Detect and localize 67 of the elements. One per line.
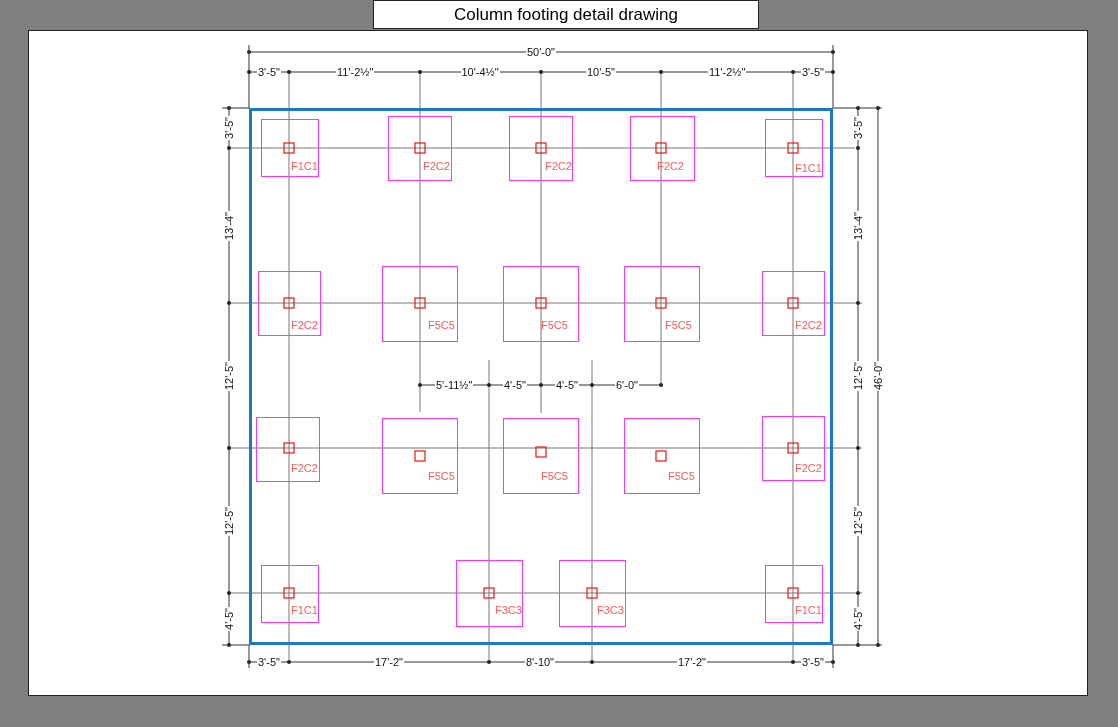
dimension-label: 12'-5" [223, 361, 235, 391]
footing-outline [261, 119, 319, 177]
dimension-label: 3'-5" [257, 66, 281, 78]
footing-label: F5C5 [428, 470, 455, 482]
footing-label: F2C2 [291, 319, 318, 331]
dimension-label: 3'-5" [801, 656, 825, 668]
dimension-label: 3'-5" [222, 116, 235, 140]
footing-outline [256, 417, 320, 482]
footing-outline [503, 418, 579, 494]
foundation-outline [249, 108, 833, 645]
dimension-label: 12'-5" [852, 506, 864, 536]
dimension-label: 3'-5" [801, 66, 825, 78]
dimension-label: 4'-5" [222, 607, 235, 631]
footing-label: F5C5 [428, 319, 455, 331]
footing-outline [624, 266, 700, 342]
dimension-label: 50'-0" [526, 46, 557, 58]
dimension-label: 13'-4" [223, 211, 235, 241]
dimension-label: 4'-5" [851, 607, 864, 631]
footing-outline [509, 116, 573, 181]
footing-label: F5C5 [665, 319, 692, 331]
footing-label: F1C1 [291, 604, 318, 616]
footing-label: F2C2 [545, 160, 572, 172]
footing-outline [762, 416, 825, 481]
footing-label: F2C2 [795, 462, 822, 474]
footing-outline [388, 116, 452, 181]
footing-outline [382, 266, 458, 342]
footing-outline [258, 271, 321, 336]
footing-outline [765, 119, 823, 177]
dimension-label: 12'-5" [852, 361, 864, 391]
footing-label: F3C3 [495, 604, 522, 616]
footing-outline [261, 565, 319, 623]
dimension-label: 46'-0" [872, 361, 884, 391]
title-text: Column footing detail drawing [373, 0, 759, 29]
footing-label: F2C2 [291, 462, 318, 474]
dimension-label: 3'-5" [851, 116, 864, 140]
dimension-label: 13'-4" [852, 211, 864, 241]
footing-outline [503, 266, 579, 342]
footing-label: F1C1 [795, 604, 822, 616]
footing-outline [624, 418, 700, 494]
footing-label: F2C2 [795, 319, 822, 331]
dimension-label: 10'-5" [586, 66, 617, 78]
dimension-label: 4'-5" [503, 379, 527, 391]
footing-label: F2C2 [423, 160, 450, 172]
footing-outline [762, 271, 825, 336]
footing-outline [630, 116, 695, 181]
dimension-label: 17'-2" [374, 656, 405, 668]
footing-label: F1C1 [291, 160, 318, 172]
dimension-label: 5'-11½" [435, 379, 474, 391]
dimension-label: 11'-2½" [708, 66, 747, 78]
dimension-label: 10'-4½" [460, 66, 500, 78]
dimension-label: 12'-5" [223, 506, 235, 536]
dimension-label: 11'-2½" [336, 66, 375, 78]
dimension-label: 6'-0" [615, 379, 639, 391]
footing-label: F5C5 [541, 470, 568, 482]
footing-label: F2C2 [657, 160, 684, 172]
dimension-label: 8'-10" [525, 656, 556, 668]
footing-outline [456, 560, 523, 627]
footing-label: F3C3 [597, 604, 624, 616]
footing-label: F5C5 [668, 470, 695, 482]
footing-outline [382, 418, 458, 494]
footing-outline [765, 565, 823, 623]
footing-outline [559, 560, 626, 627]
dimension-label: 3'-5" [257, 656, 281, 668]
footing-label: F5C5 [541, 319, 568, 331]
footing-label: F1C1 [795, 162, 822, 174]
dimension-label: 4'-5" [555, 379, 579, 391]
dimension-label: 17'-2" [677, 656, 708, 668]
